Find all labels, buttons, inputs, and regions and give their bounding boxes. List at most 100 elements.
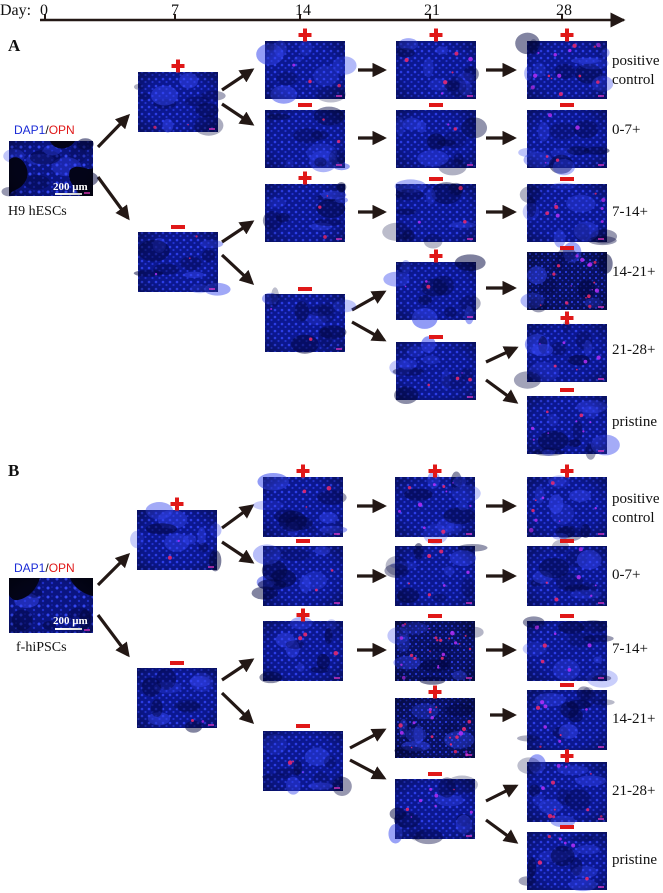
panel-a-image-d7-minus [133, 232, 231, 296]
minus-sign-icon [428, 772, 442, 776]
plus-sign-icon [296, 608, 310, 622]
panel-a-image-d21-5 [389, 336, 476, 405]
panel-b-scale-label: 200 μm [53, 615, 88, 627]
minus-sign-icon [298, 103, 312, 107]
flow-arrow [221, 540, 255, 564]
minus-sign-icon [170, 661, 184, 665]
panel-b-image-d21-3 [387, 621, 484, 685]
flow-arrow [349, 728, 387, 750]
minus-sign-icon [298, 287, 312, 291]
panel-a-image-d21-2 [395, 110, 488, 176]
panel-b-image-d14-2 [251, 544, 343, 606]
flow-arrow [96, 552, 131, 587]
timeline-prefix: Day: [0, 2, 32, 19]
panel-a-scale-label: 200 μm [53, 181, 88, 193]
panel-b-image-d21-2 [384, 543, 488, 606]
flow-arrow [349, 758, 387, 780]
panel-b-cond-pristine: pristine [612, 852, 657, 868]
flow-arrow [96, 176, 130, 221]
panel-a-image-d21-1 [396, 38, 479, 99]
minus-sign-icon [429, 177, 443, 181]
panel-a-image-d28-4 [520, 241, 613, 313]
panel-b-image-d14-4 [262, 731, 352, 796]
flow-arrow [221, 68, 255, 92]
panel-b-legend: DAP1/OPN [14, 562, 75, 574]
minus-sign-icon [429, 103, 443, 107]
minus-sign-icon [560, 246, 574, 250]
flow-arrow [485, 378, 519, 404]
flow-arrow [485, 818, 519, 844]
panel-b-cond-positive-control: positive control [612, 491, 660, 526]
panel-b-image-d28-6 [518, 832, 607, 892]
timeline-tick-28: 28 [556, 2, 572, 19]
plus-sign-icon [560, 464, 574, 478]
flow-arrow [485, 346, 519, 364]
flow-arrow [221, 504, 255, 530]
panel-a-image-d28-3 [519, 182, 618, 248]
panel-b-cell-line: f-hiPSCs [16, 640, 67, 655]
plus-sign-icon [171, 59, 185, 73]
panel-letter-b: B [8, 461, 20, 480]
panel-a-image-d21-4 [383, 254, 486, 329]
plus-sign-icon [560, 311, 574, 325]
minus-sign-icon [296, 724, 310, 728]
legend-opn: OPN [48, 561, 75, 575]
panel-a-cond-7-14: 7-14+ [612, 204, 648, 220]
legend-sep: / [45, 123, 49, 137]
minus-sign-icon [296, 539, 310, 543]
panel-a-cond-positive-control: positive control [612, 53, 660, 88]
plus-sign-icon [429, 249, 443, 263]
panel-a-cond-14-21: 14-21+ [612, 264, 656, 280]
legend-opn: OPN [48, 123, 75, 137]
panel-b-image-d28-2 [527, 539, 607, 606]
timeline-tick-7: 7 [171, 2, 179, 19]
plus-sign-icon [560, 28, 574, 42]
minus-sign-icon [560, 539, 574, 543]
timeline-tick-14: 14 [295, 2, 311, 19]
plus-sign-icon [298, 171, 312, 185]
panel-b-image-d28-3 [522, 616, 618, 688]
minus-sign-icon [560, 177, 574, 181]
panel-a-start-image [1, 138, 99, 197]
minus-sign-icon [428, 614, 442, 618]
panel-b-cond-7-14: 7-14+ [612, 641, 648, 657]
panel-b-image-d14-1 [252, 472, 348, 537]
panel-a-image-d14-3 [262, 182, 348, 242]
panel-a-cond-pristine: pristine [612, 414, 657, 430]
panel-a-cond-0-7: 0-7+ [612, 122, 641, 138]
panel-b-cond-0-7: 0-7+ [612, 567, 641, 583]
minus-sign-icon [560, 825, 574, 829]
timeline-tick-21: 21 [424, 2, 440, 19]
minus-sign-icon [560, 683, 574, 687]
panel-a-image-d28-1 [515, 32, 614, 99]
plus-sign-icon [170, 497, 184, 511]
flow-arrow [351, 320, 387, 342]
legend-dapi: DAP1 [14, 123, 46, 137]
flow-arrow [351, 290, 387, 312]
flow-arrow [96, 614, 130, 658]
plus-sign-icon [298, 28, 312, 42]
panel-b-start-image [9, 577, 93, 633]
plus-sign-icon [429, 28, 443, 42]
panel-letter-a: A [8, 36, 21, 55]
minus-sign-icon [560, 614, 574, 618]
minus-sign-icon [429, 335, 443, 339]
flow-arrow [220, 253, 255, 285]
panel-b-image-d28-4 [517, 686, 615, 750]
panel-a-image-d7-plus [133, 72, 226, 136]
panel-a-image-d28-2 [518, 110, 610, 176]
minus-sign-icon [171, 225, 185, 229]
plus-sign-icon [428, 685, 442, 699]
plus-sign-icon [560, 749, 574, 763]
panel-a-image-d14-2 [265, 106, 350, 173]
minus-sign-icon [428, 539, 442, 543]
panel-b-image-d7-minus [137, 668, 217, 733]
panel-a-image-d28-6 [527, 396, 620, 460]
panel-b-image-d21-1 [395, 471, 481, 545]
panel-a-legend: DAP1/OPN [14, 124, 75, 136]
panel-a-image-d14-4 [262, 287, 357, 354]
plus-sign-icon [428, 464, 442, 478]
panel-b-image-d7-plus [130, 502, 222, 572]
panel-b-image-d21-5 [388, 775, 478, 845]
